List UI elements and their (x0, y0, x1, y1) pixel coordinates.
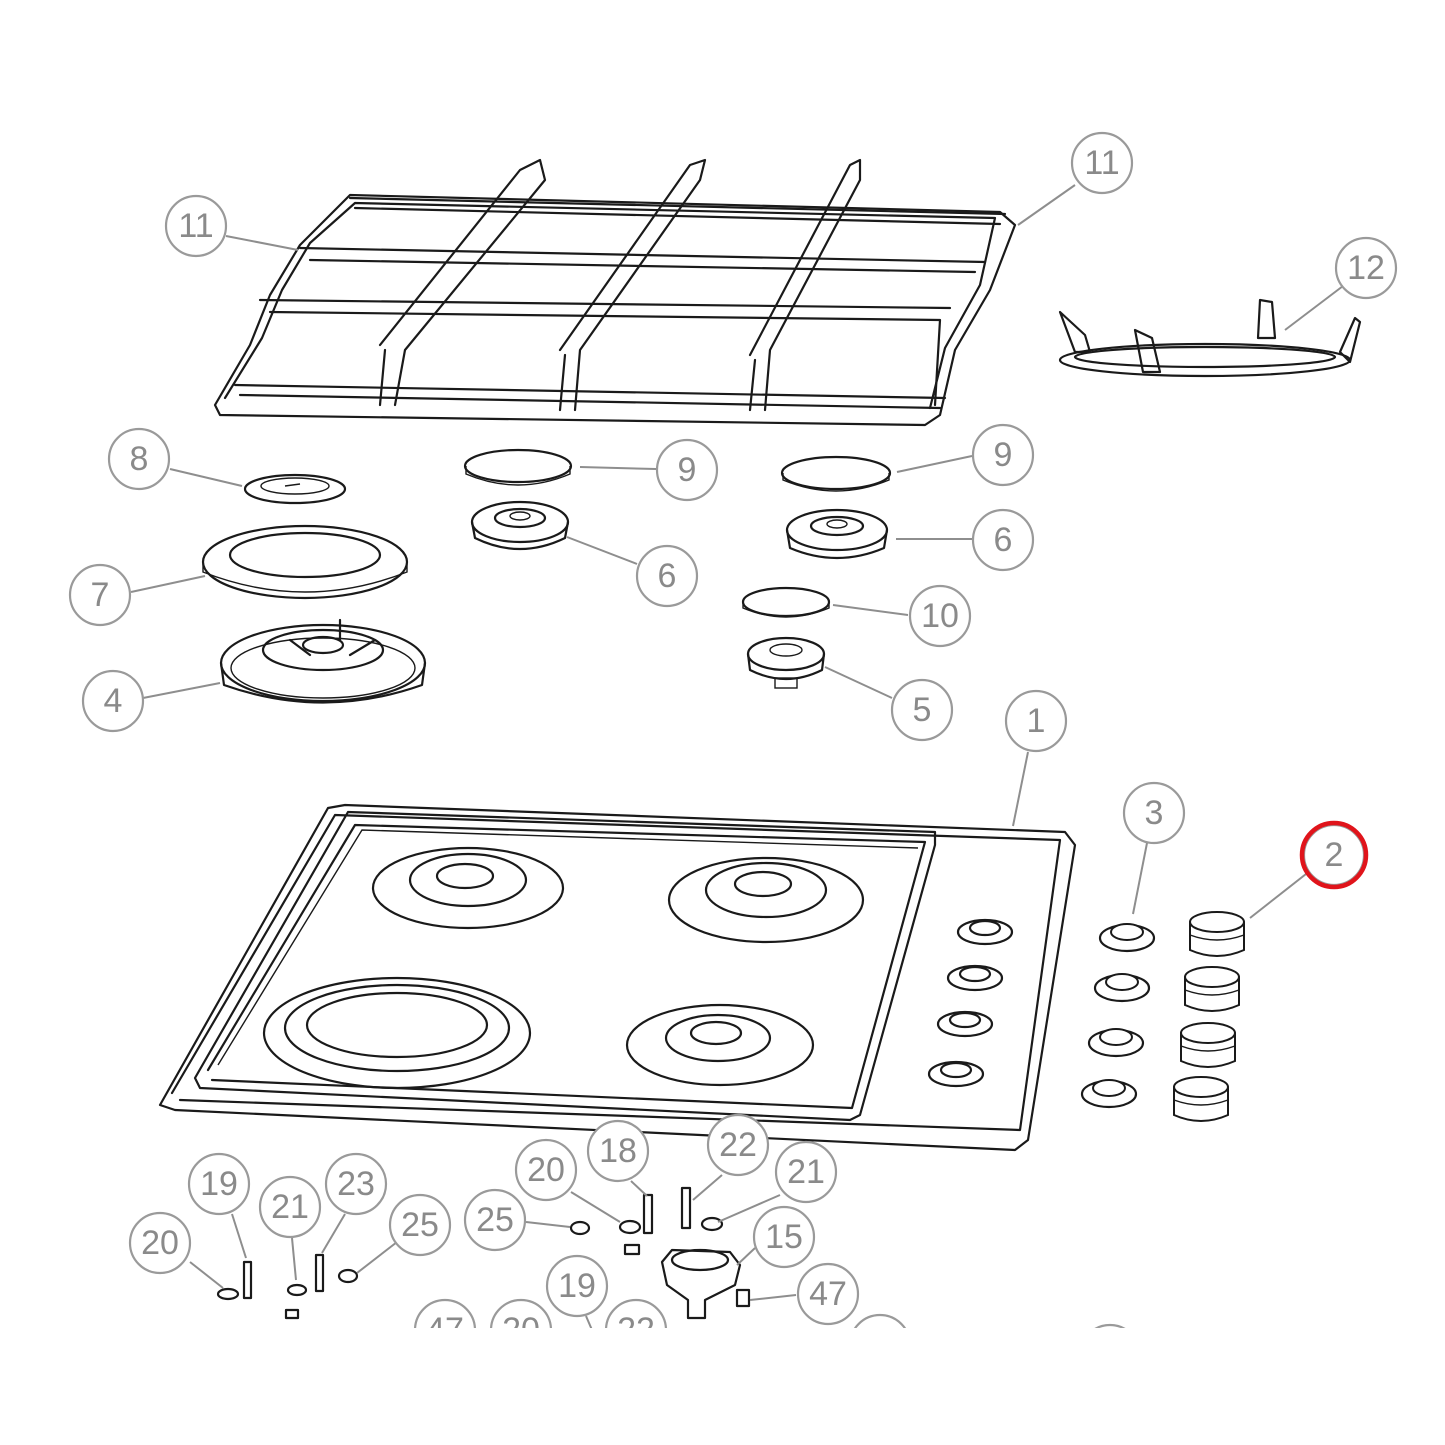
svg-text:23: 23 (337, 1165, 375, 1203)
svg-text:19: 19 (558, 1267, 596, 1305)
svg-text:6: 6 (994, 521, 1013, 559)
knob-bezels (1080, 923, 1156, 1109)
callout-6-left: 6 (635, 544, 699, 608)
callout-25-center: 25 (463, 1188, 527, 1252)
svg-text:20: 20 (502, 1311, 540, 1349)
callout-22-top: 22 (706, 1113, 770, 1177)
highlight-ring (1299, 820, 1369, 890)
svg-text:4: 4 (104, 682, 123, 720)
svg-text:10: 10 (921, 597, 959, 635)
pan-support-grid (213, 158, 1017, 427)
svg-text:2: 2 (1325, 836, 1344, 874)
callout-11-right: 11 (1070, 131, 1134, 195)
gas-hardware-left (216, 1253, 359, 1320)
control-knobs (1173, 911, 1245, 1122)
callout-22-bottom: 22 (604, 1298, 668, 1349)
flame-spreader-ring-7 (201, 524, 409, 600)
burner-cap-10 (741, 586, 831, 618)
callout-20-left: 20 (128, 1211, 192, 1275)
svg-text:47: 47 (809, 1275, 847, 1313)
callout-12: 12 (1334, 236, 1398, 300)
callout-47-left: 47 (413, 1298, 477, 1349)
svg-text:9: 9 (994, 436, 1013, 474)
callout-9-right: 9 (971, 423, 1035, 487)
svg-text:9: 9 (678, 451, 697, 489)
svg-text:20: 20 (141, 1224, 179, 1262)
svg-text:5: 5 (913, 691, 932, 729)
callout-20-center: 20 (514, 1138, 578, 1202)
callout-7: 7 (68, 563, 132, 627)
hob-top-panel (158, 803, 1077, 1152)
svg-text:12: 12 (1347, 249, 1385, 287)
callout-23: 23 (324, 1152, 388, 1216)
callout-19-left: 19 (187, 1152, 251, 1216)
callout-3: 3 (1122, 781, 1186, 845)
callout-11-left: 11 (164, 194, 228, 258)
callout-8: 8 (107, 427, 171, 491)
burner-cap-9-right (780, 455, 892, 492)
callout-10: 10 (908, 584, 972, 648)
callout-18: 18 (586, 1119, 650, 1183)
wok-support-ring (1058, 298, 1362, 378)
callout-2-highlighted: 2 (1299, 820, 1369, 890)
callout-partial-far-right (1094, 1323, 1126, 1328)
burner-cap-8 (243, 473, 347, 505)
burner-head-6-left (470, 500, 570, 551)
callout-partial-right (853, 1313, 907, 1328)
callout-6-right: 6 (971, 508, 1035, 572)
callout-4: 4 (81, 669, 145, 733)
callout-9-left: 9 (655, 438, 719, 502)
svg-text:25: 25 (476, 1201, 514, 1239)
svg-text:1: 1 (1027, 702, 1046, 740)
svg-text:6: 6 (658, 557, 677, 595)
svg-text:18: 18 (599, 1132, 637, 1170)
callout-15: 15 (752, 1205, 816, 1269)
callout-21-left: 21 (258, 1175, 322, 1239)
svg-text:21: 21 (787, 1153, 825, 1191)
svg-text:22: 22 (719, 1126, 757, 1164)
callout-20-bottom: 20 (489, 1298, 553, 1349)
svg-text:15: 15 (765, 1218, 803, 1256)
callout-5: 5 (890, 678, 954, 742)
svg-text:8: 8 (130, 440, 149, 478)
svg-text:21: 21 (271, 1188, 309, 1226)
burner-cap-9-left (463, 448, 573, 486)
burner-head-6-right (785, 508, 889, 560)
gas-hardware-center (569, 1186, 751, 1320)
svg-text:22: 22 (617, 1311, 655, 1349)
svg-text:25: 25 (401, 1206, 439, 1244)
callout-1: 1 (1004, 689, 1068, 753)
svg-text:11: 11 (1084, 144, 1119, 182)
callout-19-bottom: 19 (545, 1254, 609, 1318)
svg-text:20: 20 (527, 1151, 565, 1189)
callout-25-left: 25 (388, 1193, 452, 1257)
callout-21-right: 21 (774, 1140, 838, 1204)
svg-text:47: 47 (426, 1311, 464, 1349)
callout-47-right: 47 (796, 1262, 860, 1326)
svg-text:7: 7 (91, 576, 110, 614)
svg-text:3: 3 (1145, 794, 1164, 832)
callout-leader-lines (130, 184, 1344, 1328)
burner-head-5 (746, 636, 826, 689)
burner-base-4 (219, 618, 427, 704)
svg-text:11: 11 (178, 207, 213, 245)
svg-text:19: 19 (200, 1165, 238, 1203)
